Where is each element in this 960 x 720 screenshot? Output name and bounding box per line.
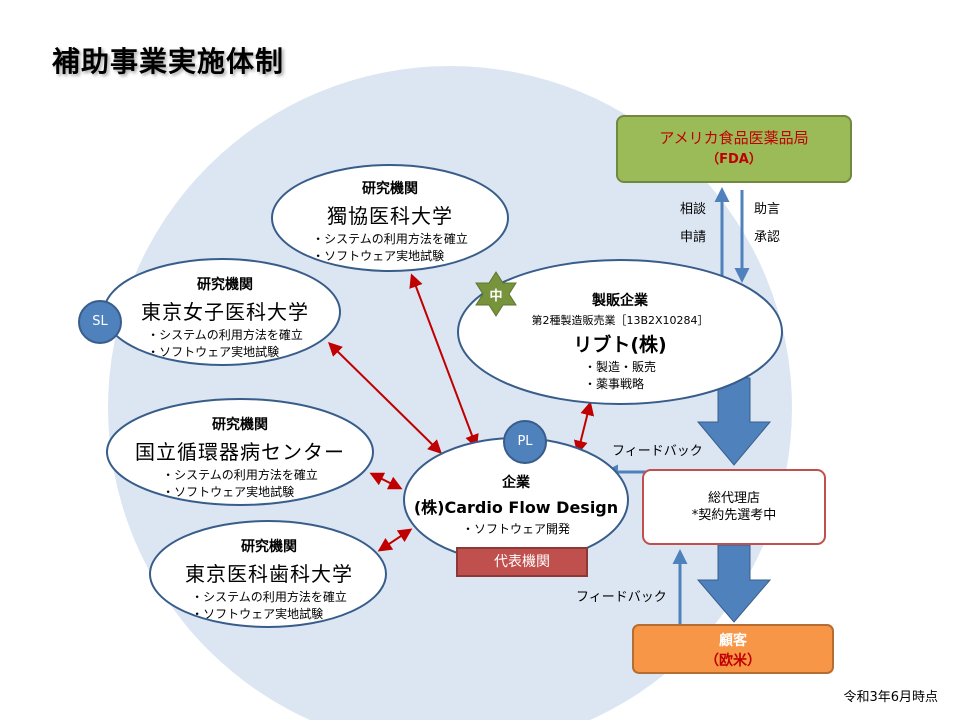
agent-node: 総代理店 *契約先選考中 [643, 490, 825, 524]
company-item-1: ・ソフトウェア開発 [461, 522, 570, 536]
maker-item-1: ・製造・販売 [583, 360, 656, 374]
ncvc-node: 研究機関 国立循環器病センター ・システムの利用方法を確立 ・ソフトウェア実地試… [114, 414, 366, 501]
agent-sub: *契約先選考中 [691, 508, 777, 523]
representative-label: 代表機関 [456, 547, 588, 577]
link-tokyojoshi-cfd [328, 342, 442, 454]
dokkyo-name: 獨協医科大学 [327, 204, 453, 228]
maker-license: 第2種製造販売業［13B2X10284］ [531, 314, 709, 327]
ncvc-ellipse [106, 398, 374, 506]
page-title: 補助事業実施体制 [52, 45, 285, 78]
tokyojoshi-item-1: ・システムの利用方法を確立 [147, 328, 303, 342]
feedback-label-lower: フィードバック [576, 590, 667, 605]
agent-title: 総代理店 [707, 491, 760, 506]
link-ribuduto-cfd [573, 401, 595, 455]
tmdu-category: 研究機関 [241, 539, 297, 555]
company-name: (株)Cardio Flow Design [413, 498, 619, 517]
dokkyo-category: 研究機関 [362, 181, 418, 197]
date-note: 令和3年6月時点 [843, 690, 938, 705]
tokyojoshi-item-2: ・ソフトウェア実地試験 [147, 345, 280, 359]
tmdu-node: 研究機関 東京医科歯科大学 ・システムの利用方法を確立 ・ソフトウェア実地試験 [164, 536, 374, 623]
tmdu-name: 東京医科歯科大学 [185, 562, 353, 586]
company-category: 企業 [502, 475, 530, 491]
customer-box [632, 624, 834, 674]
ncvc-name: 国立循環器病センター [135, 440, 345, 464]
fda-label-apply: 申請 [680, 230, 707, 245]
customer-sub-main: 欧米 [719, 653, 747, 669]
agent-box [642, 469, 826, 545]
tokyojoshi-name: 東京女子医科大学 [141, 300, 309, 324]
supply-arrow-lower [696, 544, 772, 623]
fda-label-advice: 助言 [754, 202, 781, 217]
fda-sub: （FDA） [706, 152, 762, 167]
company-node: 企業 (株)Cardio Flow Design ・ソフトウェア開発 [410, 472, 622, 538]
maker-item-2: ・薬事戦略 [583, 377, 644, 391]
fda-node: アメリカ食品医薬品局 （FDA） [617, 127, 851, 167]
supply-arrow-upper [696, 377, 772, 466]
link-dokkyo-cfd [409, 273, 479, 449]
feedback-label-upper: フィードバック [612, 444, 703, 459]
sl-badge [78, 300, 122, 344]
fda-title: アメリカ食品医薬品局 [659, 129, 809, 147]
ribuduto-ellipse [457, 259, 783, 405]
tmdu-item-1: ・システムの利用方法を確立 [191, 590, 347, 604]
ncvc-item-1: ・システムの利用方法を確立 [162, 468, 318, 482]
customer-sub-suffix: ） [747, 653, 761, 669]
dokkyo-item-1: ・システムの利用方法を確立 [312, 232, 468, 246]
pl-badge-label: PL [517, 434, 533, 449]
link-ncvc-cfd [369, 472, 403, 490]
customer-sub-prefix: （ [705, 653, 719, 669]
dokkyo-item-2: ・ソフトウェア実地試験 [312, 249, 445, 263]
maker-name: リブト(株) [573, 334, 667, 356]
fda-box [616, 115, 852, 183]
maker-node: 製販企業 第2種製造販売業［13B2X10284］ リブト(株) ・製造・販売 … [500, 290, 740, 393]
link-tmdu-cfd [377, 528, 413, 552]
customer-title: 顧客 [719, 633, 747, 649]
chu-badge-label: 中 [489, 289, 503, 304]
dokkyo-ellipse [271, 164, 509, 272]
dokkyo-node: 研究機関 獨協医科大学 ・システムの利用方法を確立 ・ソフトウェア実地試験 [290, 178, 490, 265]
pl-badge [503, 420, 547, 464]
chu-star-badge [475, 271, 517, 317]
tmdu-item-2: ・ソフトウェア実地試験 [191, 607, 324, 621]
sl-badge-label: SL [92, 314, 108, 329]
maker-category: 製販企業 [592, 293, 648, 309]
customer-sub: （欧米） [633, 650, 833, 670]
tokyojoshi-category: 研究機関 [197, 277, 253, 293]
ncvc-category: 研究機関 [212, 417, 268, 433]
customer-node: 顧客 （欧米） [633, 630, 833, 670]
fda-label-consult: 相談 [680, 202, 707, 217]
tokyojoshi-node: 研究機関 東京女子医科大学 ・システムの利用方法を確立 ・ソフトウェア実地試験 [120, 274, 330, 361]
tmdu-ellipse [149, 520, 387, 628]
fda-label-approval: 承認 [754, 230, 781, 245]
ncvc-item-2: ・ソフトウェア実地試験 [162, 485, 295, 499]
